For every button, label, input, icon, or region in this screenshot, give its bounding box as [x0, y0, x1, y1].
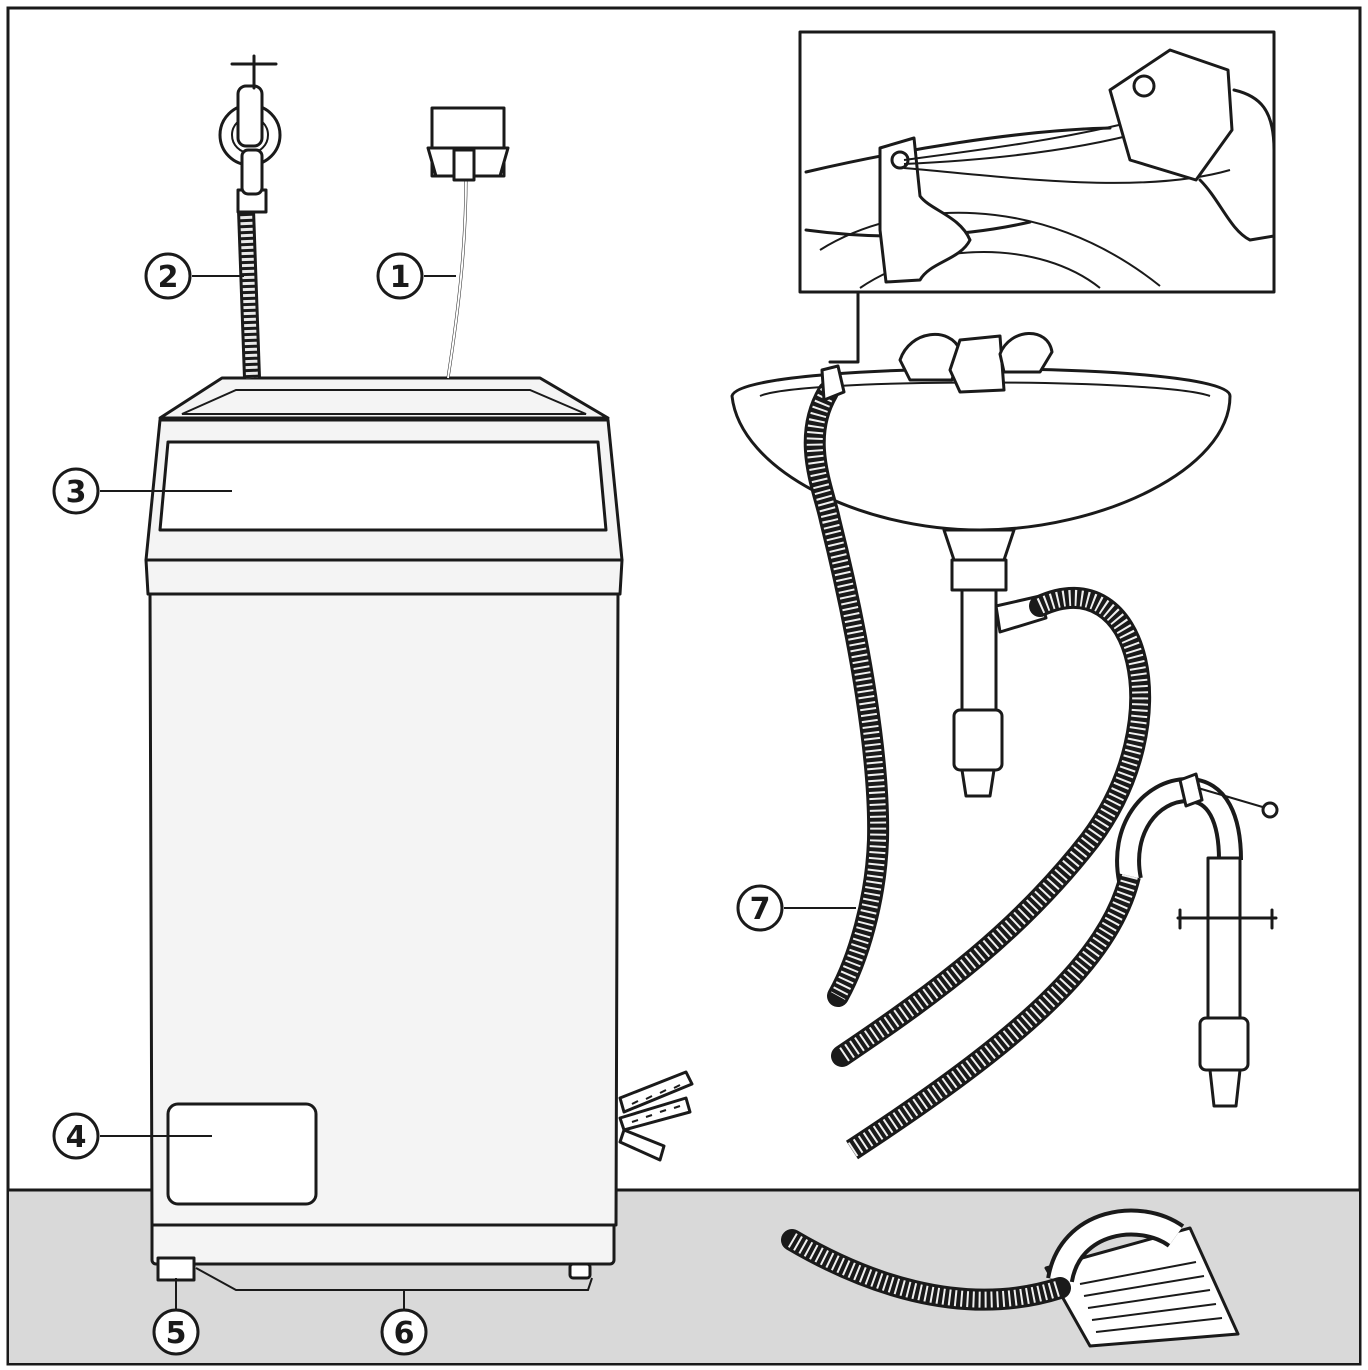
callout-3: 3 [52, 467, 100, 515]
callout-4-label: 4 [66, 1120, 87, 1155]
washing-machine [144, 376, 694, 1291]
leader-lines [100, 275, 856, 1310]
inset-pointer [828, 290, 860, 364]
right-foot [568, 1262, 592, 1280]
power-socket-icon [426, 106, 510, 182]
callout-1: 1 [376, 252, 424, 300]
callout-7: 7 [736, 884, 784, 932]
machine-lid-inner [181, 389, 587, 415]
floor-drain-icon [781, 1208, 1240, 1348]
power-cable [446, 174, 468, 380]
standpipe [845, 772, 1279, 1160]
callout-6-label: 6 [394, 1316, 415, 1351]
callout-6: 6 [380, 1308, 428, 1356]
transport-base [195, 1267, 593, 1291]
adjustable-foot [156, 1256, 196, 1282]
rear-hoses [618, 1070, 694, 1162]
wash-basin-icon [730, 332, 1232, 798]
service-flap [166, 1102, 318, 1206]
tap-icon [218, 54, 282, 196]
callout-5: 5 [152, 1308, 200, 1356]
drain-hose-to-siphon [831, 587, 1152, 1067]
machine-plinth [150, 1220, 616, 1266]
callout-7-label: 7 [750, 892, 771, 927]
callout-3-label: 3 [66, 475, 87, 510]
callout-4: 4 [52, 1112, 100, 1160]
machine-lid [158, 376, 610, 420]
detail-inset [798, 30, 1276, 294]
machine-top-band [144, 558, 624, 596]
callout-2-label: 2 [158, 260, 179, 295]
callout-2: 2 [144, 252, 192, 300]
callout-1-label: 1 [390, 260, 411, 295]
water-inlet-hose [236, 188, 268, 379]
control-panel [158, 440, 608, 532]
callout-5-label: 5 [166, 1316, 187, 1351]
drain-hose-over-basin [803, 364, 890, 1007]
